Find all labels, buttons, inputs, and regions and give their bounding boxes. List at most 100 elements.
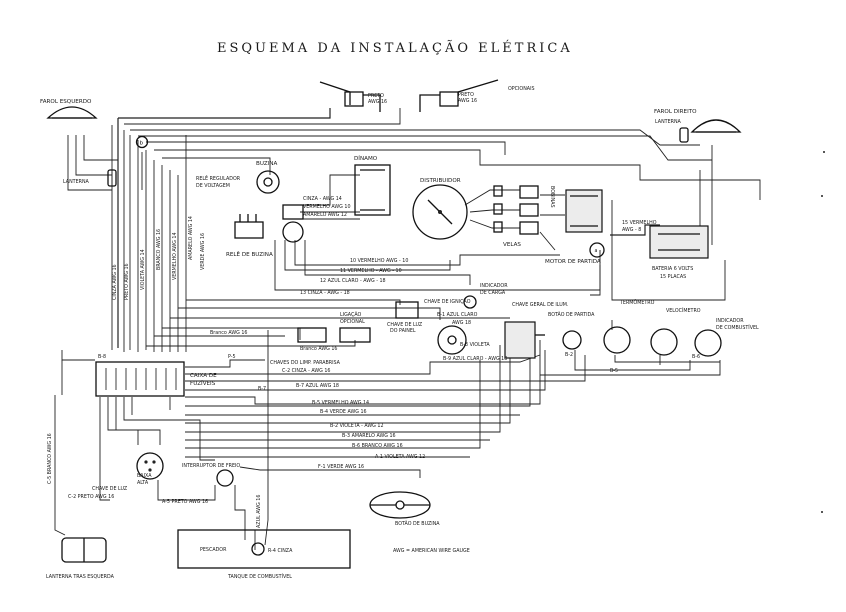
- right-headlamp: FAROL DIREITO LANTERNA: [654, 109, 742, 143]
- wire-label-v-vermelho: VERMELHO AWG 14: [172, 232, 178, 280]
- wire-label-b6-branco: B-6 BRANCO AWG 16: [352, 443, 403, 449]
- fuel-gauge-label-1: INDICADOR: [716, 318, 744, 324]
- thermometer-label: TERMÔMETRO: [619, 299, 655, 306]
- wire-vermelho-15: 15 VERMELHO: [622, 220, 657, 226]
- charge-indicator-label-1: INDICADOR: [480, 283, 508, 289]
- horn-button: BOTÃO DE BUZINA: [369, 491, 440, 527]
- dimmer-switch-label-1: CHAVE DE LUZ: [92, 486, 128, 492]
- wire-label-vermelho-10a: VERMELHO AWG 10: [303, 204, 351, 210]
- wire-label-cinza-14: CINZA - AWG 14: [303, 196, 342, 202]
- wire-label-azul-16: AZUL AWG 16: [256, 495, 262, 528]
- wire-label-a1-violeta: A-1 VIOLETA AWG 12: [375, 454, 425, 460]
- coils-label: BOBINAS: [549, 186, 555, 208]
- left-parking-lamp-label: LANTERNA: [63, 179, 90, 185]
- wire-label-f1-verde: F-1 VERDE AWG 16: [318, 464, 364, 470]
- wire-label-b2: B-2: [565, 352, 573, 358]
- horn-relay-label: RELÊ DE BUZINA: [226, 250, 273, 258]
- wire-awg-15: AWG - 8: [622, 227, 641, 233]
- wire-label-b1-azul: B-1 AZUL CLARO: [437, 312, 478, 318]
- charge-indicator: INDICADOR DE CARGA: [463, 283, 508, 309]
- speedometer-label: VELOCÍMETRO: [666, 307, 701, 314]
- fuse-box-label-1: CAIXA DE: [190, 373, 217, 379]
- regulator-label-2: DE VOLTAGEM: [196, 183, 230, 189]
- ignition-switch: CHAVE DE IGNIÇÃO: [424, 298, 471, 355]
- speedometer-gauge: VELOCÍMETRO: [650, 307, 701, 356]
- spark-plugs: VELAS: [493, 185, 539, 248]
- dynamo: DÍNAMO: [354, 155, 391, 216]
- wire-label-v-amarelo: AMARELO AWG 14: [188, 216, 194, 260]
- charge-indicator-label-2: DE CARGA: [480, 290, 506, 296]
- wire-label-vermelho-10b: 10 VERMELHO AWG - 10: [350, 258, 408, 264]
- fuel-tank: PESCADOR TANQUE DE COMBUSTÍVEL R-4 CINZA: [177, 529, 351, 580]
- wire-label-v-preto: PRETO AWG 16: [124, 263, 130, 300]
- panel-light-switch: CHAVE DE LUZ DO PAINEL: [387, 301, 423, 334]
- ignition-coils: BOBINAS a MOTOR DE PARTIDA: [545, 186, 605, 265]
- wire-label-b9-azul: B-9 AZUL CLARO - AWG 18: [443, 356, 507, 362]
- top-connectors: PRETO AWG 16 PRETO AWG 16 OPCIONAIS: [319, 79, 535, 112]
- fuel-tank-label: TANQUE DE COMBUSTÍVEL: [227, 573, 292, 580]
- wire-label-v-violeta: VIOLETA AWG 14: [140, 249, 146, 290]
- rear-lamp-label: LANTERNA TRAS ESQUERDA: [46, 574, 115, 580]
- junction-b: b: [135, 135, 149, 149]
- battery-label-2: 15 PLACAS: [660, 274, 686, 280]
- wire-label-b5: B-5: [610, 368, 618, 374]
- wire-label-a5-preto: A-5 PRETO AWG 16: [162, 499, 208, 505]
- optional-connection-label-1: LIGAÇÃO: [340, 311, 362, 318]
- left-parking-lamp: LANTERNA: [63, 169, 117, 187]
- optional-connection: LIGAÇÃO OPCIONAL CHAVES DO LIMP. PARABRI…: [270, 311, 371, 366]
- fuel-sender-label: PESCADOR: [200, 547, 227, 553]
- wire-label-b5-vermelho: B-5 VERMELHO AWG 14: [312, 400, 369, 406]
- opcionais-label: OPCIONAIS: [508, 86, 535, 92]
- dynamo-label: DÍNAMO: [354, 155, 378, 162]
- horn-button-label: BOTÃO DE BUZINA: [395, 520, 440, 527]
- wire-label-c2-cinza: C-2 CINZA - AWG 16: [282, 368, 330, 374]
- wire-label-cinza-13: 13 CINZA - AWG - 18: [300, 290, 350, 296]
- wiper-switches-label: CHAVES DO LIMP. PARABRISA: [270, 360, 341, 366]
- top-wire-preto: PRETO: [368, 93, 384, 99]
- fuse-box-label-2: FUZÍVEIS: [190, 380, 216, 387]
- wire-label-b6: B-6: [692, 354, 700, 360]
- junction-b-label: b: [140, 141, 144, 147]
- wire-label-azul-claro-12: 12 AZUL CLARO - AWG - 18: [320, 278, 386, 284]
- rear-lamp: LANTERNA TRAS ESQUERDA: [46, 537, 115, 580]
- wire-label-b1-awg: AWG 18: [452, 320, 471, 326]
- brake-switch: INTERRUPTOR DE FREIO: [182, 463, 240, 487]
- wire-label-b4-verde: B-4 VERDE AWG 16: [320, 409, 367, 415]
- wire-label-p5: P-5: [228, 354, 236, 360]
- right-parking-lamp-label: LANTERNA: [655, 119, 682, 125]
- starter-button-label: BOTÃO DE PARTIDA: [548, 311, 595, 318]
- distributor: DISTRIBUIDOR: [412, 178, 468, 240]
- right-headlamp-label: FAROL DIREITO: [654, 109, 697, 115]
- optional-connection-label-2: OPCIONAL: [340, 319, 365, 325]
- brake-switch-label: INTERRUPTOR DE FREIO: [182, 463, 240, 469]
- wire-label-vermelho-11: 11 VERMELHO - AWG - 10: [340, 268, 402, 274]
- wire-label-branco-16b: Branco AWG 16: [300, 346, 337, 352]
- battery-label-1: BATERIA 6 VOLTS: [652, 266, 693, 272]
- fuse-box: CAIXA DE FUZÍVEIS: [95, 361, 217, 397]
- wire-label-v-cinza: CINZA AWG 16: [112, 264, 118, 300]
- wire-label-c5-branco: C-5 BRANCO AWG 16: [47, 433, 53, 484]
- ignition-switch-label: CHAVE DE IGNIÇÃO: [424, 298, 471, 305]
- thermometer-gauge: TERMÔMETRO: [603, 299, 655, 354]
- dimmer-switch: CHAVE DE LUZ ALTA BAIXA: [92, 452, 164, 492]
- wire-label-v-branco: BRANCO AWG 16: [156, 229, 162, 270]
- left-headlamp: FAROL ESQUERDO: [40, 99, 98, 119]
- wire-label-b3-amarelo: B-3 AMARELO AWG 16: [342, 433, 396, 439]
- dimmer-switch-label-2: ALTA: [137, 480, 149, 486]
- main-light-switch-label: CHAVE GERAL DE ILUM.: [512, 302, 568, 308]
- regulator-label-1: RELÊ REGULADOR: [196, 174, 241, 182]
- left-headlamp-label: FAROL ESQUERDO: [40, 99, 92, 105]
- junction-a-label: a: [595, 249, 598, 254]
- wire-label-v-verde: VERDE AWG 16: [200, 233, 206, 270]
- wire-label-b2-violeta: B-2 VIOLETA - AWG 12: [330, 423, 384, 429]
- fuel-gauge-label-2: DE COMBUSTÍVEL: [716, 324, 759, 331]
- awg-note: AWG = AMERICAN WIRE GAUGE: [393, 548, 470, 554]
- horn: BUZINA: [256, 161, 280, 194]
- distributor-label: DISTRIBUIDOR: [420, 178, 461, 184]
- wire-label-amarelo-12a: AMARELO AWG 12: [303, 212, 347, 218]
- top-wire-preto2: PRETO: [458, 92, 474, 98]
- wire-label-b3-violeta: B-3 VIOLETA: [460, 342, 490, 348]
- wire-label-b7: B-7: [258, 386, 266, 392]
- top-wire-preto-awg: AWG 16: [368, 99, 387, 105]
